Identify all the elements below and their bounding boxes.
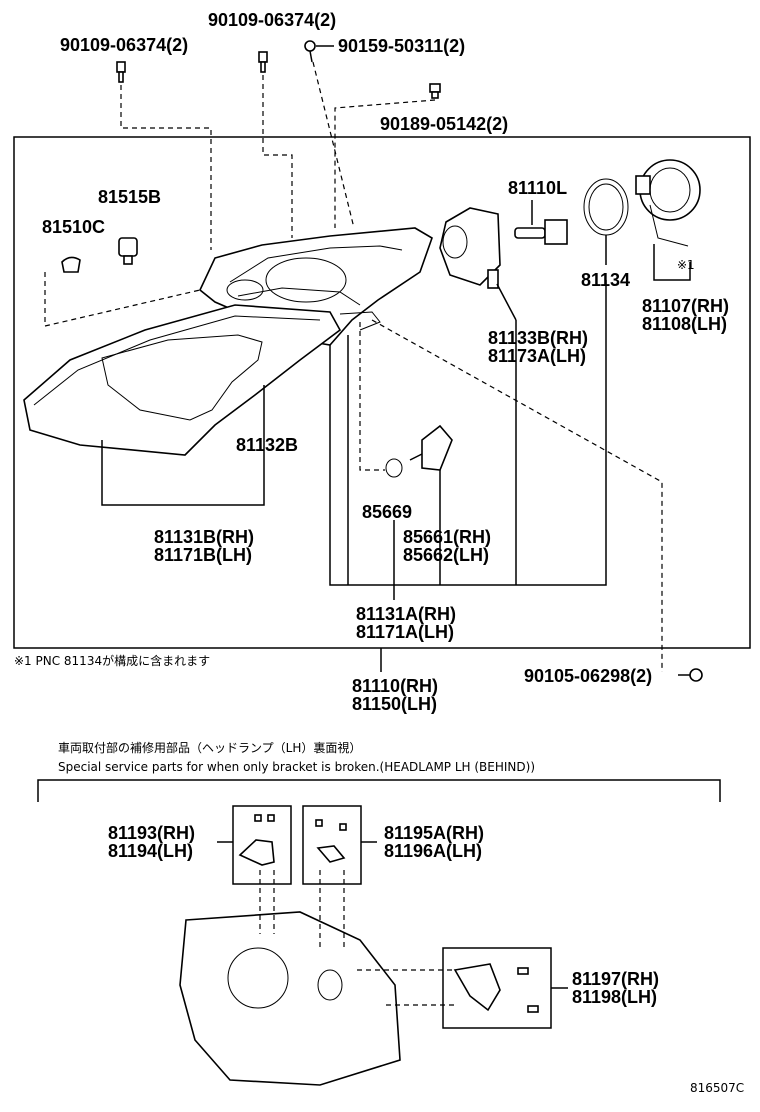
label-81194: 81194(LH) (108, 841, 193, 861)
label-screw-top: 90159-50311(2) (338, 36, 465, 56)
label-81171b: 81171B(LH) (154, 545, 252, 565)
label-85661: 85661(RH) (403, 527, 491, 547)
label-bolt-left: 90109-06374(2) (60, 35, 188, 55)
hid-bulb-icon (514, 219, 568, 245)
figure-id: 816507C (690, 1081, 744, 1095)
label-81198: 81198(LH) (572, 987, 657, 1007)
label-81510c: 81510C (42, 217, 105, 237)
label-81171a: 81171A(LH) (356, 622, 454, 642)
label-81131b: 81131B(RH) (154, 527, 254, 547)
bracket-a-icon (238, 814, 275, 866)
bracket-b-icon (315, 819, 347, 863)
ballast-ecu-icon (409, 424, 453, 471)
label-81133b: 81133B(RH) (488, 328, 588, 348)
label-81196a: 81196A(LH) (384, 841, 482, 861)
screw-icon-top (304, 40, 316, 63)
section-title-en: Special service parts for when only brac… (58, 760, 535, 774)
leader-bolt-left (120, 85, 212, 250)
label-81108: 81108(LH) (642, 314, 727, 334)
label-81107: 81107(RH) (642, 296, 729, 316)
label-81110l: 81110L (508, 178, 567, 198)
label-81150: 81150(LH) (352, 694, 437, 714)
label-bolt-top: 90109-06374(2) (208, 10, 336, 30)
label-81195a: 81195A(RH) (384, 823, 484, 843)
section-title-jp: 車両取付部の補修用部品（ヘッドランプ（LH）裏面視） (58, 740, 361, 755)
leader-bolt-top (262, 75, 293, 238)
outer-lens (23, 304, 342, 456)
gasket-85669 (385, 458, 403, 478)
screw-icon-bottom (678, 668, 703, 682)
label-85669: 85669 (362, 502, 412, 522)
label-81131a: 81131A(RH) (356, 604, 456, 624)
lamp-cover-icon (635, 159, 701, 247)
bolt-icon-left (116, 61, 126, 83)
label-81173a: 81173A(LH) (488, 346, 586, 366)
assembly-frame (13, 136, 751, 649)
label-81197: 81197(RH) (572, 969, 659, 989)
socket-icon-81515b (118, 237, 138, 265)
bracket-a-box (232, 805, 292, 885)
o-ring-81134 (583, 178, 629, 236)
leader-bulb-81510c (44, 272, 201, 327)
clip-icon-top (429, 83, 441, 99)
footnote: ※1 PNC 81134が構成に含まれます (14, 653, 210, 668)
bulb-icon-81510c (61, 256, 81, 273)
leader-screw-top (312, 61, 355, 229)
bolt-icon-top (258, 51, 268, 73)
label-85662: 85662(LH) (403, 545, 489, 565)
label-note-mark: ※1 (677, 258, 695, 272)
rear-housing-view (179, 911, 401, 1086)
bracket-c-icon (453, 963, 539, 1013)
leader-clip-top (334, 99, 436, 228)
label-81515b: 81515B (98, 187, 161, 207)
label-81134: 81134 (581, 270, 630, 290)
section-bracket (37, 779, 721, 802)
label-81132b: 81132B (236, 435, 298, 455)
label-clip-top: 90189-05142(2) (380, 114, 508, 134)
label-90105: 90105-06298(2) (524, 666, 652, 686)
label-81110: 81110(RH) (352, 676, 438, 696)
leader-screw-bottom (371, 319, 663, 672)
label-81193: 81193(RH) (108, 823, 195, 843)
leader-brackets (259, 870, 455, 1006)
projector-unit (439, 207, 501, 289)
bracket-b-box (302, 805, 362, 885)
inner-lens-trim (101, 334, 263, 421)
